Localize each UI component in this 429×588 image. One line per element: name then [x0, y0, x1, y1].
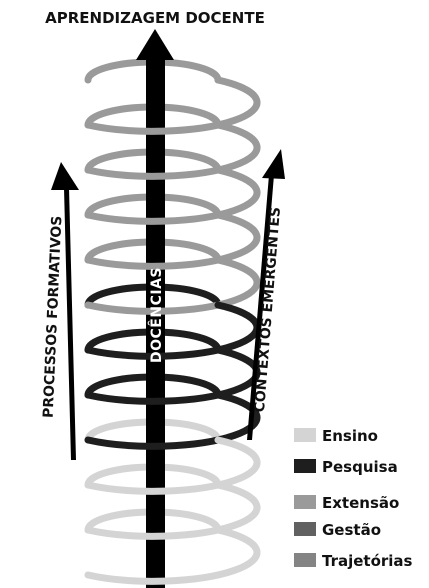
spiral-front-layer: [84, 76, 261, 585]
spiral-coil-front-pesquisa: [84, 346, 261, 405]
legend-swatch-gestao: [294, 522, 316, 536]
legend-swatch-ensino: [294, 428, 316, 442]
legend-swatch-pesquisa: [294, 459, 316, 473]
right-arrow-head: [262, 149, 285, 179]
spiral-coil-front-extensao: [84, 256, 261, 315]
spiral-coil-front-pesquisa: [84, 391, 261, 450]
right-arrow: [247, 149, 285, 440]
spiral-coil-front-ensino: [84, 526, 261, 585]
center-axis-shaft: [146, 58, 165, 588]
spiral-coil-front-pesquisa: [84, 301, 261, 360]
left-arrow: [51, 162, 79, 460]
legend: Ensino Pesquisa Extensão Gestão Trajetór…: [294, 427, 413, 570]
legend-label-trajetorias: Trajetórias: [322, 552, 413, 570]
diagram-title: APRENDIZAGEM DOCENTE: [45, 9, 265, 27]
legend-swatch-extensao: [294, 495, 316, 509]
center-axis-arrow: [136, 29, 174, 588]
left-arrow-head: [51, 162, 79, 190]
spiral-coil-front-extensao: [84, 166, 261, 225]
right-arrow-shaft: [247, 175, 274, 440]
spiral-coil-front-extensao: [84, 211, 261, 270]
left-arrow-label: PROCESSOS FORMATIVOS: [41, 215, 66, 418]
legend-label-gestao: Gestão: [322, 521, 381, 539]
spiral-coil-front-ensino: [84, 436, 261, 495]
legend-label-pesquisa: Pesquisa: [322, 458, 398, 476]
left-arrow-shaft: [64, 188, 76, 460]
spiral-coil-front-ensino: [84, 481, 261, 540]
spiral-coil-front-extensao: [84, 121, 261, 180]
legend-label-extensao: Extensão: [322, 494, 399, 512]
center-axis-arrowhead: [136, 29, 174, 60]
legend-label-ensino: Ensino: [322, 427, 378, 445]
legend-swatch-trajetorias: [294, 553, 316, 567]
spiral-coil-front-extensao: [84, 76, 261, 135]
center-axis-label: DOCÊNCIAS: [148, 267, 165, 363]
